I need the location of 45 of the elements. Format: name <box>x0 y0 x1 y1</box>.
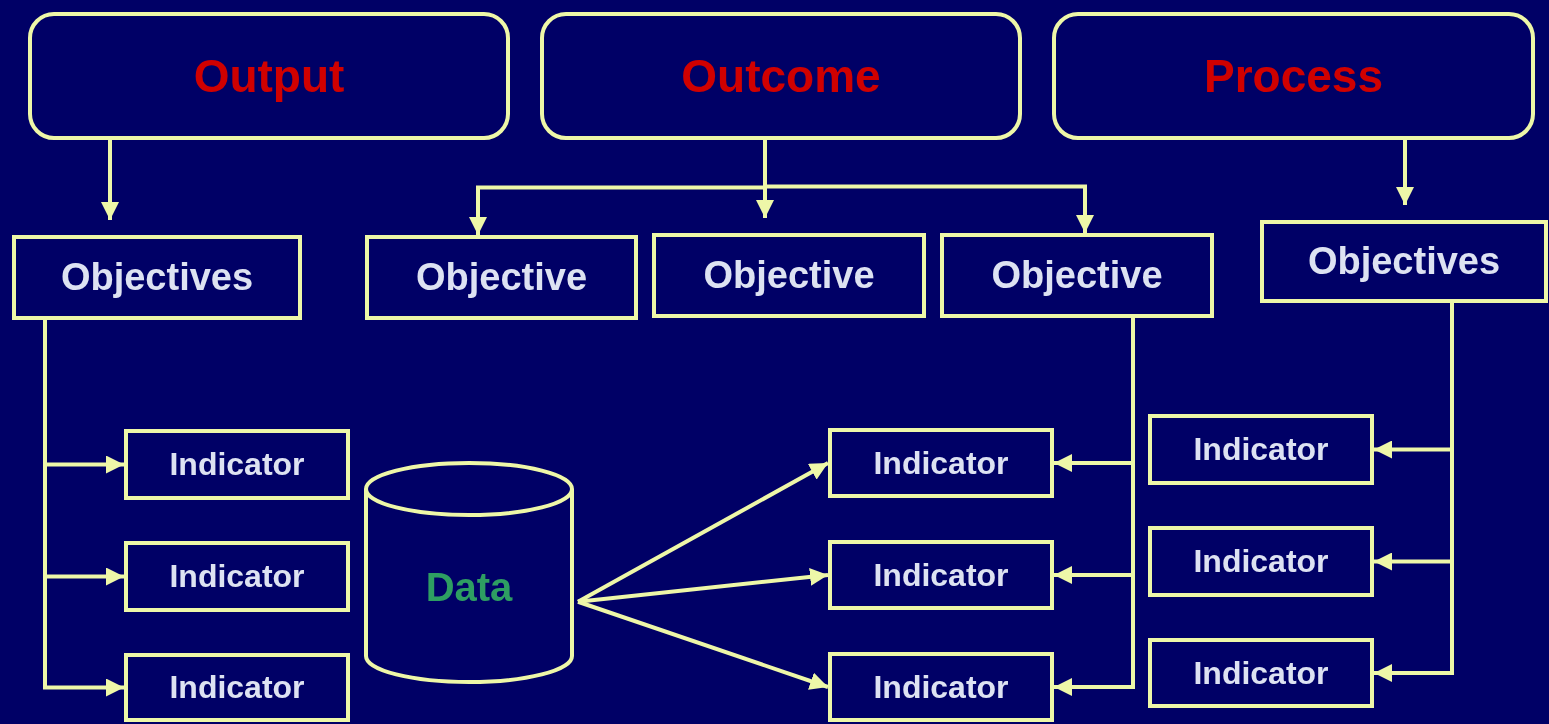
arrow <box>577 461 829 604</box>
indicator-box <box>1148 638 1374 708</box>
indicator-box <box>828 652 1054 722</box>
indicator-label: Indicator <box>1193 543 1329 580</box>
indicator-label: Indicator <box>169 558 305 595</box>
arrow <box>763 140 1094 233</box>
objective-box <box>365 235 638 320</box>
indicator-box <box>828 428 1054 498</box>
indicator-box <box>1148 414 1374 485</box>
indicator-label: Indicator <box>169 669 305 706</box>
data-label: Data <box>425 565 513 610</box>
data-cylinder <box>363 460 575 685</box>
objective-label: Objective <box>991 254 1163 297</box>
indicator-box <box>1148 526 1374 597</box>
indicator-label: Indicator <box>169 446 305 483</box>
category-box <box>1052 12 1535 140</box>
indicator-label: Indicator <box>873 556 1009 594</box>
indicator-box <box>124 429 350 500</box>
objective-box <box>12 235 302 320</box>
arrow <box>1054 318 1135 696</box>
objective-box <box>940 233 1214 318</box>
category-title: Output <box>193 49 345 103</box>
indicator-box <box>124 541 350 612</box>
objective-label: Objectives <box>1307 240 1501 283</box>
indicator-label: Indicator <box>1193 431 1329 468</box>
indicator-box <box>828 540 1054 610</box>
indicator-label: Indicator <box>873 668 1009 706</box>
objective-box <box>1260 220 1548 303</box>
arrow <box>1396 140 1414 205</box>
arrow <box>43 320 124 697</box>
objective-label: Objectives <box>60 256 254 299</box>
arrow <box>101 140 119 220</box>
indicator-label: Indicator <box>1193 654 1329 692</box>
category-box <box>28 12 510 140</box>
arrow <box>577 599 829 690</box>
category-title: Process <box>1204 49 1383 103</box>
arrow <box>1374 303 1454 682</box>
objective-label: Objective <box>415 256 588 299</box>
category-title: Outcome <box>681 49 881 103</box>
indicator-label: Indicator <box>873 444 1009 482</box>
objective-label: Objective <box>703 254 875 297</box>
category-box <box>540 12 1022 140</box>
arrow <box>577 567 829 604</box>
indicator-box <box>124 653 350 722</box>
objective-box <box>652 233 926 318</box>
